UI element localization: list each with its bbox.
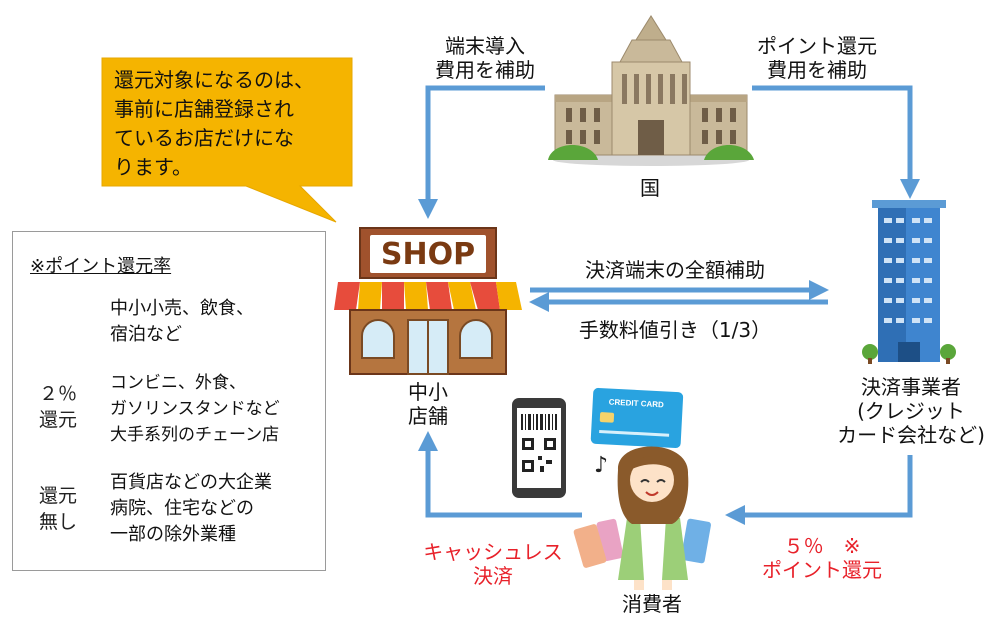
label-line: 店舗 [408,404,448,428]
callout-line: 事前に店舗登録され [114,97,294,121]
label-line: ５％ ※ [783,534,861,558]
rate-legend-box [12,231,326,571]
label-line: 費用を補助 [767,58,867,82]
arrow-gov-to-shop [418,85,545,219]
shop-icon [334,227,522,375]
rate-desc-0: 百貨店などの大企業 病院、住宅などの 一部の除外業種 [110,470,324,548]
desc-line: 病院、住宅などの [110,498,254,519]
node-government-label: 国 [640,176,660,200]
callout-line: ります。 [114,155,192,179]
badge-line: ２％ [38,383,77,405]
label-line: 決済事業者 [861,375,961,399]
arrow-consumer-to-shop [418,431,582,518]
label-line: 費用を補助 [435,58,535,82]
legend-title: ※ポイント還元率 [30,256,172,277]
callout-line: 還元対象になるのは、 [114,68,314,92]
label-line: キャッシュレス [423,540,563,564]
government-building-icon [548,15,754,166]
badge-line: 還元 [38,485,77,507]
desc-line: ガソリンスタンドなど [110,399,280,419]
rate-desc-2: コンビニ、外食、 ガソリンスタンドなど 大手系列のチェーン店 [110,370,324,448]
desc-line: 宿泊など [110,324,182,345]
node-operator-label: 決済事業者 (クレジット カード会社など) [826,375,996,447]
flow-arrows [418,85,920,525]
desc-line: 百貨店などの大企業 [110,472,272,493]
label-operator-to-shop: 決済端末の全額補助 [585,258,765,282]
desc-line: コンビニ、外食、 [110,373,246,393]
label-gov-to-operator: ポイント還元 費用を補助 [742,34,892,82]
badge-line: 還元 [38,323,77,345]
badge-line: ５％ [38,297,77,319]
rate-badge-0: 還元 無し [25,476,91,542]
desc-line: 一部の除外業種 [110,524,236,545]
label-consumer-to-shop: キャッシュレス 決済 [398,540,588,588]
label-line: 端末導入 [445,34,525,58]
label-line: ポイント還元 [762,558,882,582]
badge-line: 無し [38,511,77,533]
rate-badge-2: ２％ 還元 [25,374,91,440]
label-operator-to-consumer: ５％ ※ ポイント還元 [742,534,902,582]
callout-line: ているお店だけにな [114,126,294,150]
label-line: カード会社など) [837,423,985,447]
callout-bubble [101,57,353,223]
svg-text:♪: ♪ [594,453,608,478]
label-gov-to-shop: 端末導入 費用を補助 [415,34,555,82]
label-line: (クレジット [857,399,965,423]
node-consumer-label: 消費者 [622,592,682,616]
credit-card-icon: CREDIT CARD [590,387,684,449]
arrow-operator-to-consumer [725,455,913,525]
rate-desc-5: 中小小売、飲食、 宿泊など [110,296,320,348]
desc-line: 大手系列のチェーン店 [110,425,280,445]
label-shop-to-operator: 手数料値引き（1/3） [578,318,772,342]
smartphone-qr-icon [512,398,566,498]
shop-sign-text: SHOP [380,237,476,272]
arrow-gov-to-operator [752,85,920,199]
rate-badge-5: ５％ 還元 [25,288,91,354]
office-building-icon [862,200,956,364]
node-shop-label: 中小 店舗 [390,380,466,428]
label-line: 中小 [408,380,448,404]
consumer-shopper-icon: ♪ [573,446,711,590]
callout-text: 還元対象になるのは、 事前に店舗登録され ているお店だけにな ります。 [114,66,344,182]
label-line: ポイント還元 [757,34,877,58]
badge-line: 還元 [38,409,77,431]
desc-line: 中小小売、飲食、 [110,298,254,319]
label-line: 決済 [473,564,513,588]
credit-card-label: CREDIT CARD [609,398,665,410]
